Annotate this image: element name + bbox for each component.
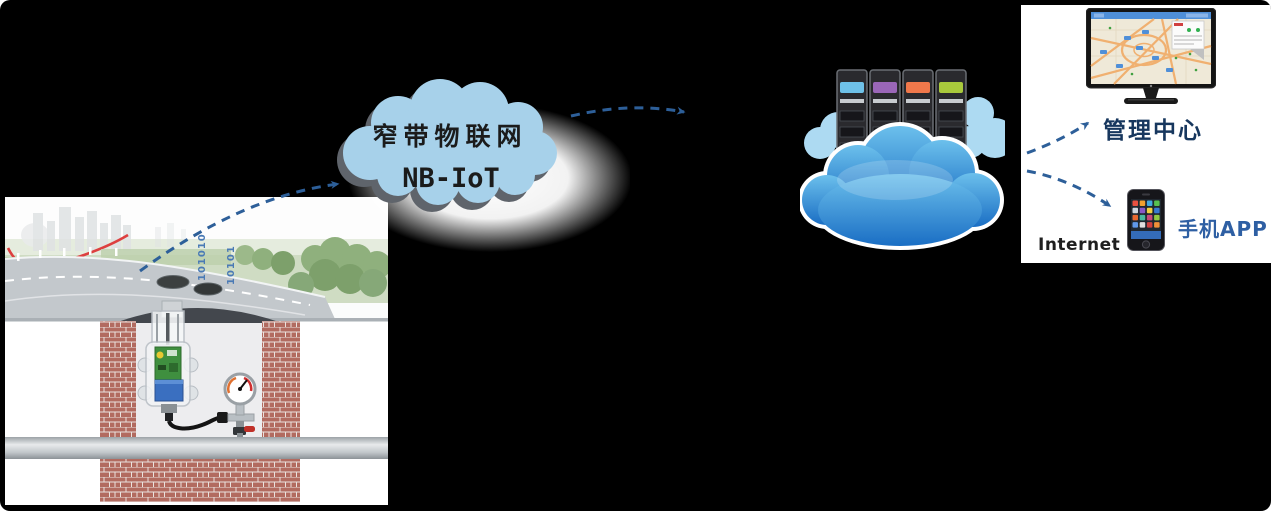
nbiot-cloud-icon: 窄带物联网 NB-IoT	[337, 79, 630, 252]
map-roads	[1090, 18, 1212, 85]
gauge-assembly	[167, 372, 257, 440]
management-panel: 管理中心 手机APP Internet	[1021, 5, 1271, 263]
mobile-app-label: 手机APP	[1178, 217, 1268, 241]
water-pipe	[5, 437, 388, 459]
internet-label: Internet	[1038, 235, 1121, 255]
brick-floor	[100, 459, 300, 502]
manhole-cover	[193, 282, 223, 296]
cloud-server-icon	[800, 69, 1005, 250]
smartphone-icon	[1127, 189, 1165, 251]
monitor-icon	[1086, 8, 1216, 104]
guardrail-posts	[17, 247, 118, 261]
sensor-cable	[167, 416, 220, 431]
map-side-panel	[1171, 20, 1205, 60]
city-skyline	[21, 207, 186, 251]
cloud-body	[343, 79, 557, 205]
underground-chamber	[5, 300, 388, 502]
pressure-logger-device	[137, 300, 199, 421]
server-status-bars	[840, 82, 963, 93]
monitor-stand	[1143, 88, 1159, 98]
nbiot-cloud-title: 窄带物联网	[372, 122, 527, 151]
binary-stream: 10101	[226, 245, 237, 285]
front-cloud	[802, 126, 1000, 246]
app-grid	[1132, 200, 1160, 228]
manhole-cover	[156, 275, 190, 289]
binary-stream: 101010	[197, 233, 208, 281]
nbiot-cloud-subtitle: NB-IoT	[402, 163, 500, 194]
valve-handle	[244, 426, 255, 432]
management-center-label: 管理中心	[1103, 118, 1203, 144]
